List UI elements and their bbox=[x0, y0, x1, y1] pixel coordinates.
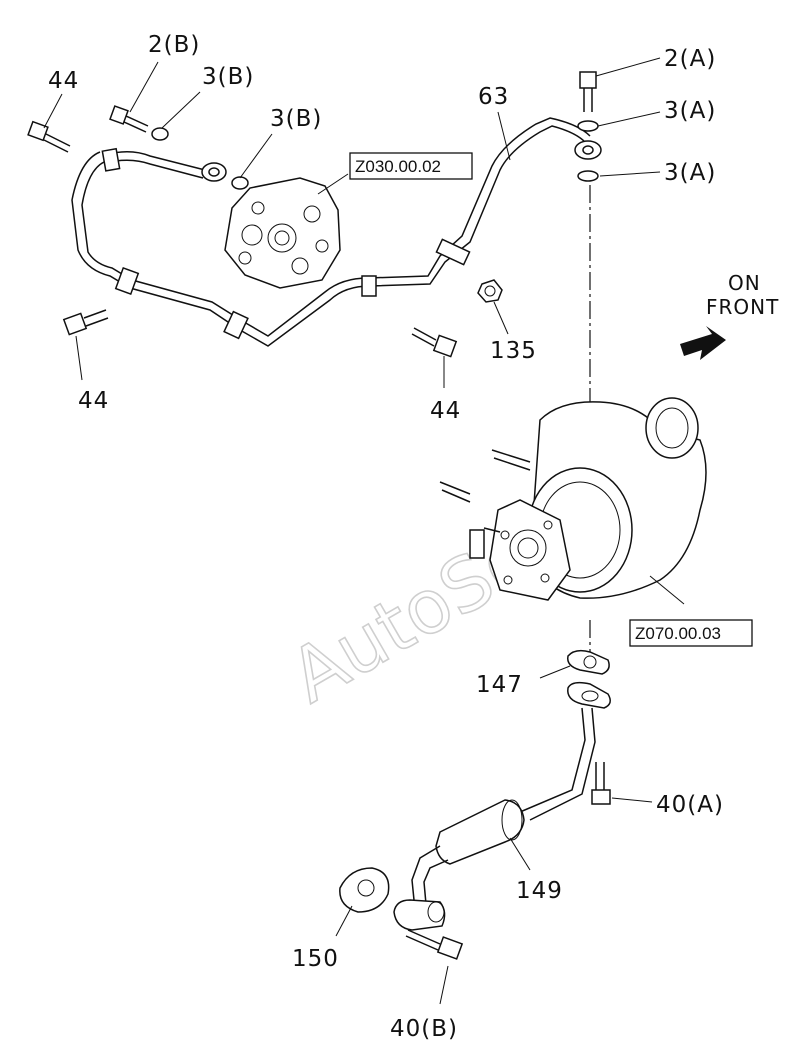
callout-44-top: 44 bbox=[48, 68, 79, 94]
return-pipe-flange bbox=[567, 681, 611, 709]
turbo-flange bbox=[489, 499, 571, 601]
front-arrow-icon bbox=[680, 326, 726, 360]
callout-63: 63 bbox=[478, 84, 509, 110]
bolt-40a bbox=[591, 762, 611, 805]
callout-40b: 40(B) bbox=[390, 1016, 458, 1042]
bolt-44-right bbox=[411, 327, 458, 358]
callout-3a: 3(A) bbox=[664, 160, 716, 186]
gasket-150 bbox=[339, 867, 390, 913]
bolt-44-left bbox=[62, 309, 109, 336]
turbo-ref-box bbox=[629, 619, 753, 647]
oil-pump-ref-box bbox=[349, 152, 473, 180]
callout-149: 149 bbox=[516, 878, 563, 904]
washer-3b bbox=[151, 127, 169, 141]
oil-pump-body bbox=[224, 177, 341, 289]
gasket-147 bbox=[567, 649, 610, 675]
orientation-indicator: ON FRONT bbox=[680, 271, 779, 360]
washer-3a bbox=[577, 170, 599, 182]
pipe-clip bbox=[114, 266, 140, 296]
pipe-clip bbox=[101, 147, 121, 172]
callout-40a: 40(A) bbox=[656, 792, 724, 818]
bolt-40b bbox=[405, 929, 464, 960]
oil-return-pipe bbox=[393, 681, 611, 931]
turbo-bracket bbox=[469, 529, 485, 559]
bolt-2a bbox=[579, 71, 597, 112]
pipe-clip bbox=[361, 275, 377, 297]
callout-135: 135 bbox=[490, 338, 537, 364]
nut-135 bbox=[477, 279, 503, 303]
turbo-outlet bbox=[645, 397, 699, 459]
turbocharger bbox=[439, 397, 707, 601]
callout-3a: 3(A) bbox=[664, 98, 716, 124]
callout-3b: 3(B) bbox=[270, 106, 322, 132]
washer-3b bbox=[231, 176, 249, 190]
washer-3a bbox=[577, 120, 599, 132]
callout-3b: 3(B) bbox=[202, 64, 254, 90]
pipe-bracket bbox=[435, 238, 471, 266]
orientation-front: FRONT bbox=[706, 295, 779, 319]
turbo-ref-label: Z070.00.03 bbox=[635, 624, 721, 643]
return-pipe-lower-flange bbox=[393, 899, 446, 931]
callout-2a: 2(A) bbox=[664, 46, 716, 72]
return-pipe-hose bbox=[435, 799, 525, 865]
bolt-44-top bbox=[27, 120, 71, 153]
callout-150: 150 bbox=[292, 946, 339, 972]
orientation-on: ON bbox=[728, 271, 761, 295]
callout-147: 147 bbox=[476, 672, 523, 698]
pipe-clip bbox=[223, 310, 249, 340]
oil-feed-pipe bbox=[71, 117, 602, 347]
callout-2b: 2(B) bbox=[148, 32, 200, 58]
oil-pump-ref-label: Z030.00.02 bbox=[355, 157, 441, 176]
callout-44-left: 44 bbox=[78, 388, 109, 414]
bolt-2b bbox=[109, 105, 149, 133]
callout-44-right: 44 bbox=[430, 398, 461, 424]
leader-lines bbox=[43, 57, 685, 1005]
